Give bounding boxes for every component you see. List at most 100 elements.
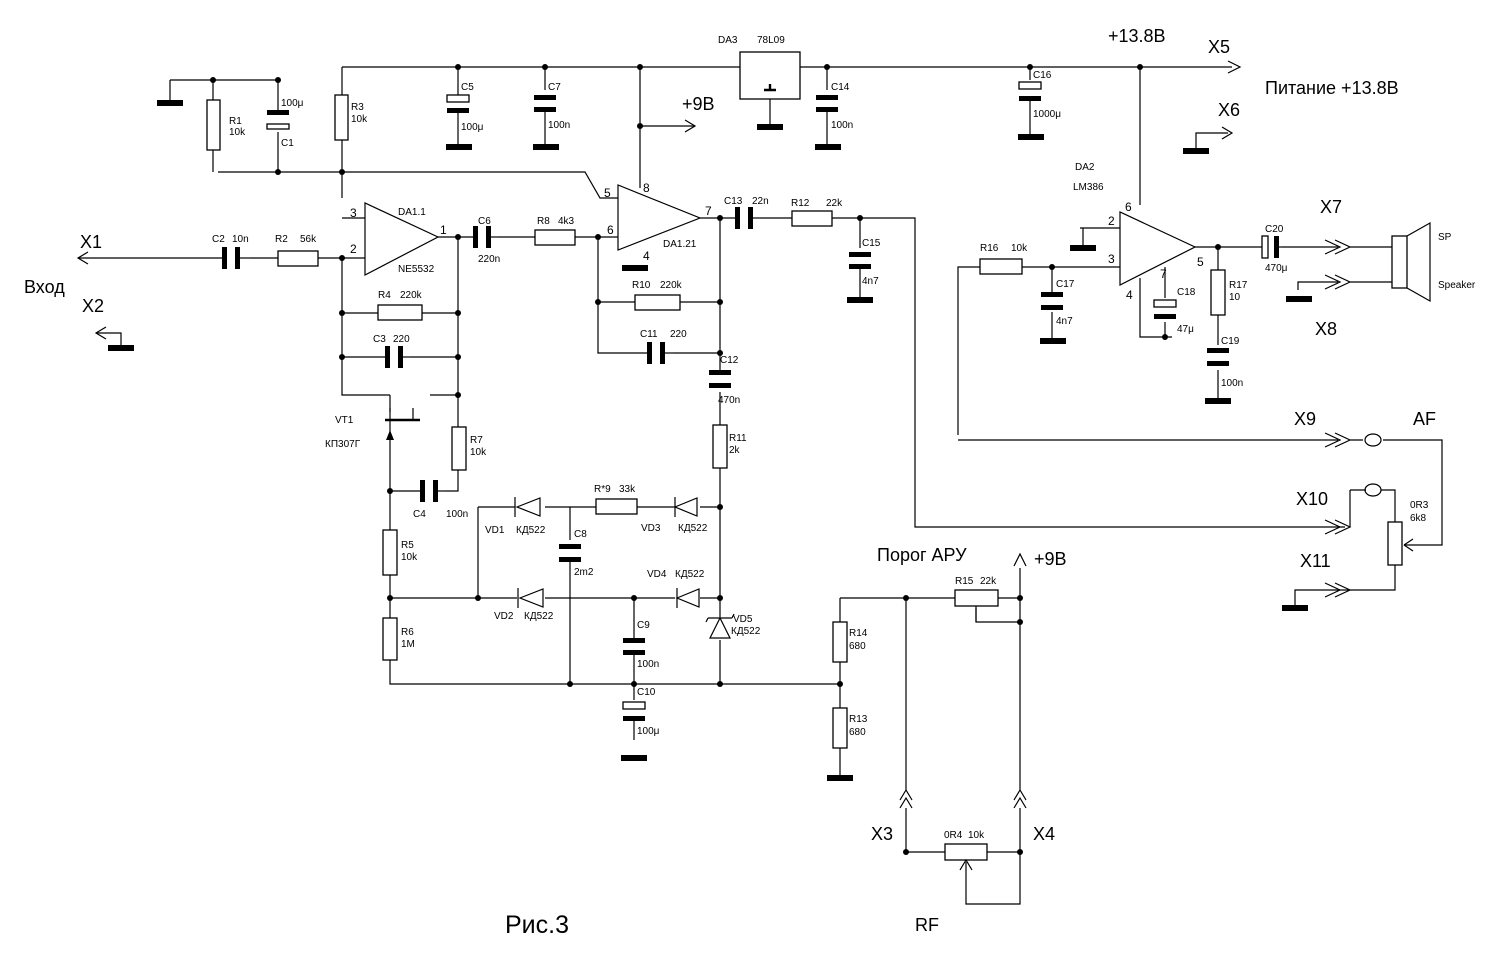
da2-pin4: 4	[1126, 288, 1133, 302]
r11-value: 2k	[729, 445, 741, 456]
junction-dot	[1017, 849, 1023, 855]
da1-2-pin8: 8	[643, 181, 650, 195]
junction-dot	[455, 310, 461, 316]
connector-x7: X7	[1320, 197, 1342, 217]
da3-ref: DA3	[718, 35, 738, 46]
c1-ref: C1	[281, 138, 294, 149]
c13-value: 22n	[752, 196, 769, 207]
r10-ref: R10	[632, 280, 651, 291]
plus-13-8v-label: +13.8В	[1108, 26, 1166, 46]
junction-dot	[455, 234, 461, 240]
vd3-part: КД522	[678, 523, 708, 534]
plus-9v-label-agc: +9В	[1034, 549, 1067, 569]
junction-dot	[717, 299, 723, 305]
junction-dot	[387, 488, 393, 494]
r2-value: 56k	[300, 234, 317, 245]
r9-value: 33k	[619, 484, 636, 495]
junction-dot	[275, 169, 281, 175]
junction-dot	[455, 354, 461, 360]
r10-value: 220k	[660, 280, 683, 291]
junction-dot	[1017, 619, 1023, 625]
connector-x6: X6	[1218, 100, 1240, 120]
junction-dot	[1017, 595, 1023, 601]
da1-1-pin2: 2	[350, 242, 357, 256]
r3-value: 10k	[351, 114, 368, 125]
c3-ref: C3	[373, 334, 386, 345]
c20-ref: C20	[1265, 224, 1284, 235]
vd1-ref: VD1	[485, 525, 505, 536]
af-label: AF	[1413, 409, 1436, 429]
c12-value: 470n	[718, 395, 740, 406]
r8-value: 4k3	[558, 216, 575, 227]
r8-ref: R8	[537, 216, 550, 227]
r5-ref: R5	[401, 540, 414, 551]
c18-ref: C18	[1177, 287, 1196, 298]
c17-ref: C17	[1056, 279, 1075, 290]
speaker-sp-label: SP	[1438, 232, 1452, 243]
da2-pin3: 3	[1108, 252, 1115, 266]
junction-dot	[717, 215, 723, 221]
connector-x11: X11	[1300, 551, 1331, 571]
c17-value: 4n7	[1056, 316, 1073, 327]
c8-value: 2m2	[574, 567, 594, 578]
junction-dot	[903, 595, 909, 601]
vd2-ref: VD2	[494, 611, 514, 622]
junction-dot	[717, 681, 723, 687]
connector-x1: X1	[80, 232, 102, 252]
da2-ref: DA2	[1075, 162, 1095, 173]
r13-value: 680	[849, 727, 866, 738]
junction-dot	[631, 681, 637, 687]
vd2-part: КД522	[524, 611, 554, 622]
junction-dot	[475, 595, 481, 601]
r16-value: 10k	[1011, 243, 1028, 254]
junction-dot	[1027, 64, 1033, 70]
junction-dot	[1137, 64, 1143, 70]
r15-value: 22k	[980, 576, 997, 587]
junction-dot	[637, 64, 643, 70]
r17-value: 10	[1229, 292, 1241, 303]
rf-label: RF	[915, 915, 939, 935]
da1-1-ref: DA1.1	[398, 207, 426, 218]
c8-ref: C8	[574, 529, 587, 540]
c18-value: 47μ	[1177, 324, 1194, 335]
r1-ref: R1	[229, 116, 242, 127]
junction-dot	[637, 123, 643, 129]
junction-dot	[1049, 264, 1055, 270]
c5-ref: C5	[461, 82, 474, 93]
da1-2-pin5: 5	[604, 186, 611, 200]
junction-dot	[631, 595, 637, 601]
c13-ref: C13	[724, 196, 743, 207]
c10-value: 100μ	[637, 726, 660, 737]
c7-value: 100n	[548, 120, 570, 131]
da3-part: 78L09	[757, 35, 785, 46]
0r4-ref: 0R4	[944, 830, 963, 841]
c14-value: 100n	[831, 120, 853, 131]
r4-value: 220k	[400, 290, 423, 301]
r12-value: 22k	[826, 198, 843, 209]
r12-ref: R12	[791, 198, 810, 209]
junction-dot	[339, 255, 345, 261]
input-label: Вход	[24, 277, 65, 297]
junction-dot	[210, 77, 216, 83]
figure-caption: Рис.3	[505, 911, 569, 939]
c2-ref: C2	[212, 234, 225, 245]
c19-value: 100n	[1221, 378, 1243, 389]
junction-dot	[595, 299, 601, 305]
c6-value: 220n	[478, 254, 500, 265]
junction-dot	[857, 215, 863, 221]
r1-value: 10k	[229, 127, 246, 138]
junction-dot	[339, 169, 345, 175]
c10-ref: C10	[637, 687, 656, 698]
vt1-ref: VT1	[335, 415, 354, 426]
vd4-ref: VD4	[647, 569, 667, 580]
r14-ref: R14	[849, 628, 868, 639]
connector-x4: X4	[1033, 824, 1055, 844]
da2-pin2: 2	[1108, 214, 1115, 228]
junction-dot	[717, 504, 723, 510]
junction-dot	[455, 64, 461, 70]
r7-value: 10k	[470, 447, 487, 458]
da1-1-part: NE5532	[398, 264, 435, 275]
junction-dot	[455, 392, 461, 398]
